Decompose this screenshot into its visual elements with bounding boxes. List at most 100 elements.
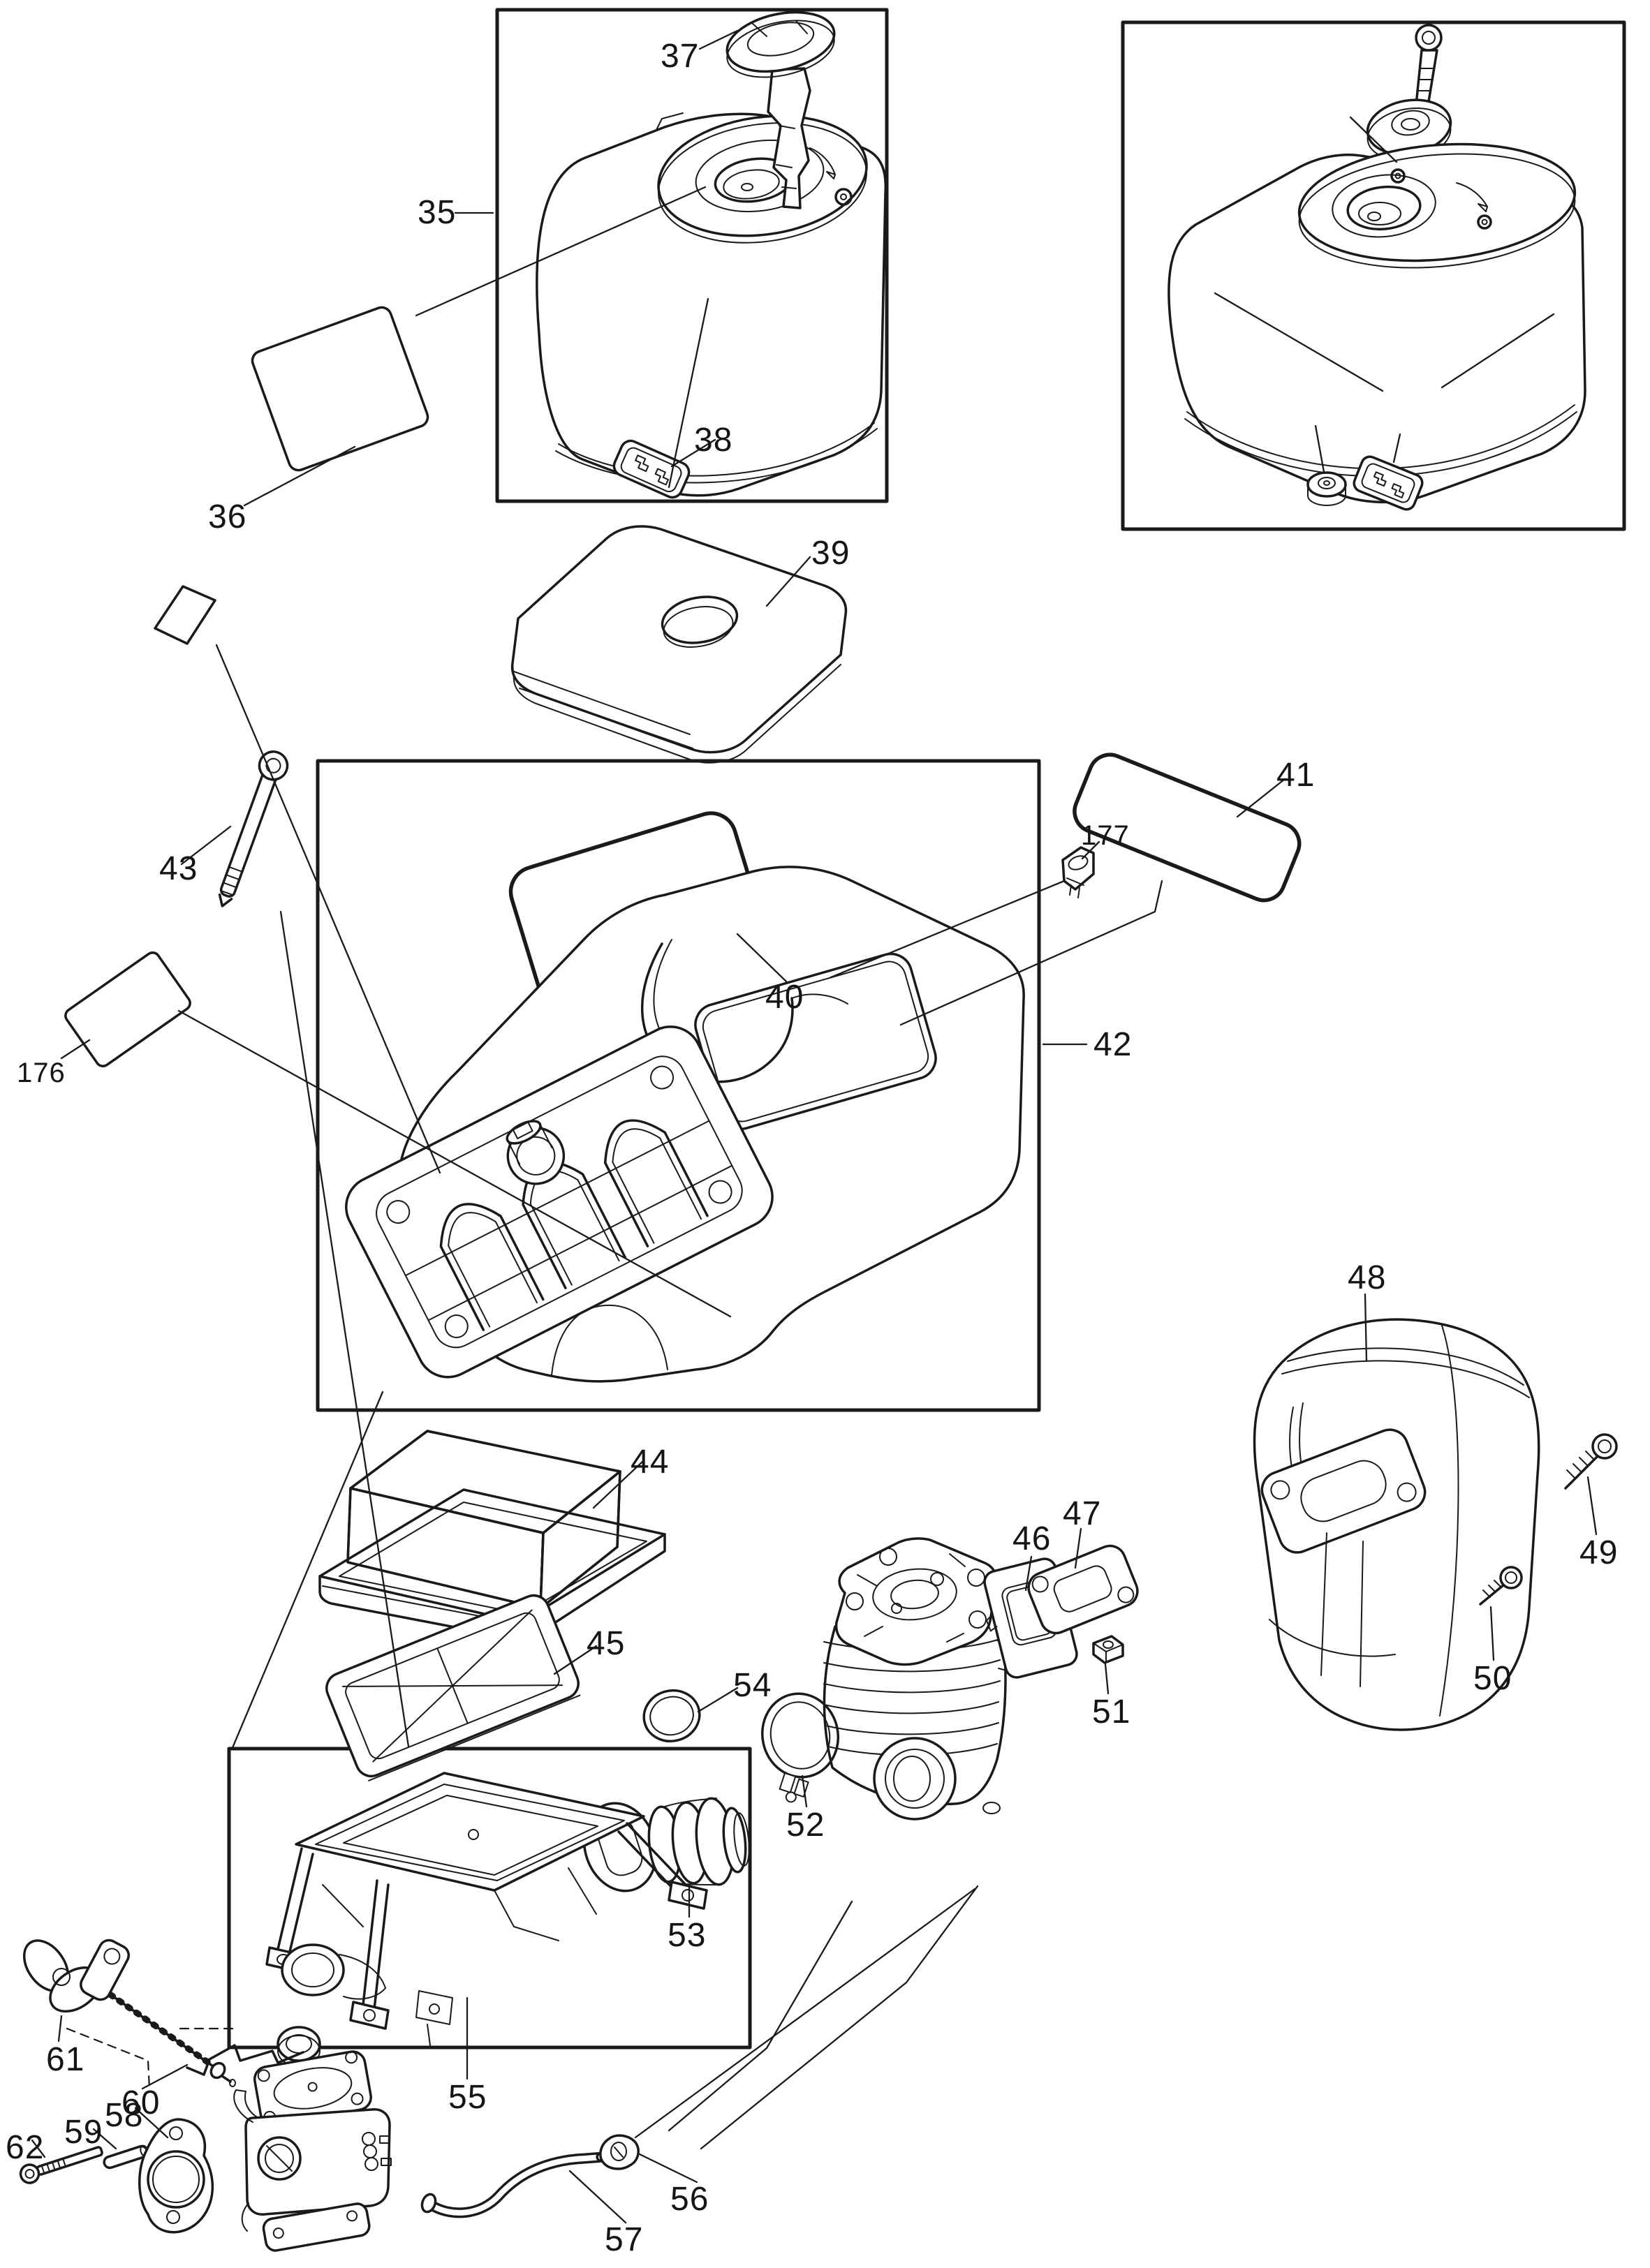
screw-43: [218, 750, 289, 907]
assembly-line-rtank-face2: [1441, 313, 1555, 389]
filter-plate-45: [325, 1594, 581, 1781]
part-label-53: 53: [668, 1917, 706, 1954]
leader-45: [553, 1645, 598, 1675]
fuel-tank-assembly-right-drawing: [1167, 24, 1586, 511]
right-tank-collar: [1297, 142, 1577, 269]
part-label-61: 61: [46, 2041, 84, 2078]
nut-51: [1092, 1635, 1124, 1664]
bolt-50: [1479, 1566, 1523, 1606]
part-label-43: 43: [159, 850, 198, 887]
part-label-59: 59: [64, 2114, 103, 2151]
part-label-41: 41: [1276, 757, 1315, 794]
part-label-49: 49: [1579, 1534, 1618, 1571]
assembly-line-rtank-grommet: [1314, 424, 1325, 473]
leader-49: [1586, 1476, 1598, 1536]
part-label-40: 40: [765, 979, 804, 1016]
tank-collar: [657, 114, 868, 244]
assembly-line-177-long: [830, 880, 1066, 979]
leader-lines: [31, 29, 1598, 2224]
part-label-38: 38: [694, 422, 732, 459]
carburetor-55: [233, 2050, 392, 2252]
frame-fuel-tank-right: [1121, 20, 1626, 531]
leader-56-cylinder: [634, 1888, 976, 2139]
assembly-line-rtank-plate: [1392, 433, 1401, 464]
choke-rod-61: [22, 1939, 236, 2087]
part-label-42: 42: [1093, 1026, 1132, 1063]
leader-57: [568, 2170, 627, 2224]
clip-177: [1061, 846, 1095, 898]
leader-39: [765, 556, 811, 607]
cylinder-drawing: [823, 1537, 1015, 1821]
leader-48: [1364, 1293, 1368, 1363]
part-label-52: 52: [786, 1807, 825, 1844]
part-label-36: 36: [208, 498, 246, 535]
part-label-47: 47: [1063, 1495, 1101, 1532]
grommet-56: [599, 2134, 640, 2170]
leader-37: [698, 29, 739, 50]
bolt-49: [1564, 1433, 1618, 1490]
frame-top-cover: [316, 759, 1041, 1412]
muffler-48: [1253, 1318, 1540, 1731]
leader-36: [243, 445, 356, 507]
air-filter-44: [318, 1430, 666, 1641]
leader-58: [134, 2107, 169, 2139]
sticker-36: [251, 306, 429, 472]
part-label-60: 60: [121, 2084, 160, 2121]
assembly-line-cyl-to-carb-b: [668, 1900, 853, 2132]
leader-46: [1024, 1555, 1033, 1592]
frame-boxes: [227, 8, 1626, 2050]
leader-47: [1074, 1527, 1082, 1569]
sticker-small: [154, 585, 216, 645]
part-label-51: 51: [1092, 1693, 1130, 1730]
frame-fuel-tank-left: [495, 8, 889, 503]
part-label-44: 44: [631, 1444, 669, 1481]
part-label-48: 48: [1348, 1259, 1386, 1296]
leader-41: [1236, 778, 1286, 818]
part-label-39: 39: [811, 535, 850, 572]
leader-56: [638, 2153, 698, 2184]
leader-52: [801, 1774, 808, 1808]
fuel-cap-37: [725, 10, 836, 209]
leader-50: [1489, 1606, 1495, 1661]
right-tank-grommet: [1306, 471, 1347, 506]
part-label-57: 57: [605, 2221, 643, 2258]
o-ring-54: [642, 1689, 701, 1742]
gasket-58: [138, 2118, 214, 2234]
leader-59: [92, 2128, 117, 2150]
assembly-line-176-to-cover: [177, 1009, 732, 1318]
part-label-50: 50: [1473, 1660, 1512, 1697]
bolt-62: [19, 2146, 103, 2184]
leader-40: [736, 933, 788, 983]
top-cover-42: [345, 866, 1025, 1383]
sticker-41: [1073, 753, 1302, 903]
part-label-46: 46: [1012, 1520, 1051, 1557]
assembly-line-cyl-to-carb-a: [700, 1885, 979, 2150]
assembly-line-41-bent: [899, 880, 1163, 1026]
part-label-35: 35: [418, 194, 456, 231]
leader-54: [697, 1687, 739, 1713]
part-label-54: 54: [733, 1667, 772, 1704]
air-filter-cover-39: [510, 525, 848, 764]
clamp-52: [760, 1692, 840, 1803]
part-label-37: 37: [661, 38, 699, 75]
part-label-58: 58: [105, 2097, 143, 2134]
fuel-hose-57: [420, 2150, 614, 2218]
assembly-line-cover-to-base: [230, 1391, 384, 1751]
throttle-wire-60: [66, 2027, 304, 2090]
assembly-line-rtank-face: [1214, 292, 1384, 392]
leader-62: [31, 2139, 46, 2158]
leader-44: [592, 1460, 644, 1509]
leader-176: [60, 1039, 91, 1060]
leader-51: [1104, 1663, 1110, 1695]
frame-air-cleaner-base: [227, 1747, 752, 2050]
part-label-45: 45: [587, 1625, 625, 1662]
leader-177: [1081, 840, 1100, 860]
air-cleaner-base-55: [265, 1772, 708, 2046]
fuel-tank-assembly-drawing: [536, 10, 887, 499]
assembly-line-sticker-to-cover: [215, 644, 441, 1174]
part-label-176: 176: [17, 1058, 66, 1088]
part-label-177: 177: [1081, 820, 1130, 851]
gasket-47: [1027, 1544, 1139, 1635]
